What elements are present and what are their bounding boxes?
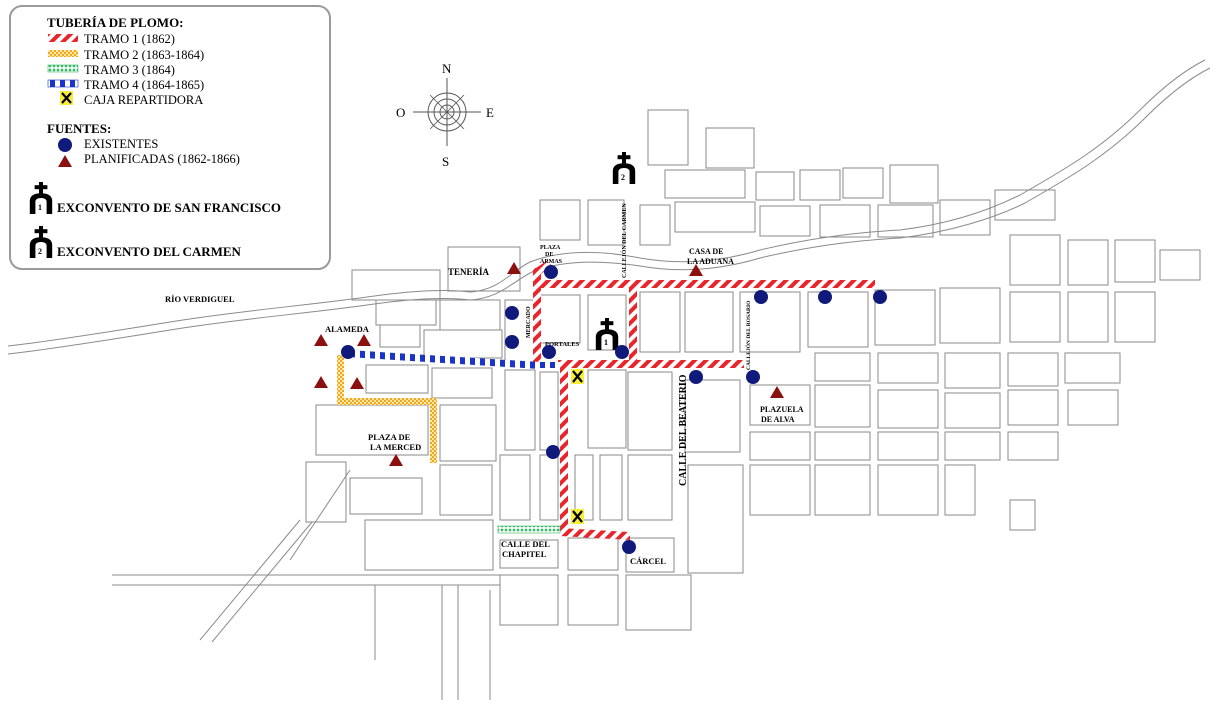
legend-convent-2-icon: 2 xyxy=(29,226,53,258)
legend-heading: TUBERÍA DE PLOMO: xyxy=(47,15,184,30)
label-plaza-armas-3: ARMAS xyxy=(540,259,563,265)
fuente-planificada-icon xyxy=(770,386,784,398)
legend-tramo-2: TRAMO 2 (1863-1864) xyxy=(84,48,204,62)
label-alameda: ALAMEDA xyxy=(325,324,370,334)
legend-caja: CAJA REPARTIDORA xyxy=(84,93,203,107)
legend-convent-2: EXCONVENTO DEL CARMEN xyxy=(57,244,242,259)
legend-tramo-3-swatch xyxy=(47,64,79,73)
tramo-3-pipe xyxy=(497,525,561,534)
compass-n: N xyxy=(442,61,452,76)
fuente-existente-icon xyxy=(546,445,560,459)
label-chapitel-2: CHAPITEL xyxy=(502,549,547,559)
label-plazuela-1: PLAZUELA xyxy=(760,405,804,414)
label-mercado: MERCADO xyxy=(526,306,532,338)
fuentes-existentes xyxy=(341,265,887,554)
legend-tramo-1-swatch xyxy=(48,34,78,42)
legend-fuentes-heading: FUENTES: xyxy=(47,121,111,136)
label-aduana-2: LA ADUANA xyxy=(687,257,734,266)
legend-planificada-icon xyxy=(58,155,72,167)
label-plazuela-2: DE ALVA xyxy=(761,415,795,424)
label-callejon-carmen: CALLEJÓN DEL CARMEN xyxy=(620,203,628,278)
convent-2-icon: 2 xyxy=(612,152,636,184)
fuente-planificada-icon xyxy=(350,377,364,389)
fuente-existente-icon xyxy=(754,290,768,304)
label-aduana-1: CASA DE xyxy=(689,247,723,256)
label-rio: RÍO VERDIGUEL xyxy=(165,294,235,304)
fuente-existente-icon xyxy=(341,345,355,359)
pipes xyxy=(337,260,875,540)
legend-existente-icon xyxy=(58,138,72,152)
convent-2-number: 2 xyxy=(621,173,625,182)
fuente-existente-icon xyxy=(622,540,636,554)
caja-repartidora-icon xyxy=(571,369,584,384)
label-calle-beaterio: CALLE DEL BEATERIO xyxy=(678,374,689,486)
fuente-existente-icon xyxy=(818,290,832,304)
label-portales: PORTALES xyxy=(545,341,580,348)
river-verdiguel xyxy=(7,59,1211,355)
label-carcel: CÁRCEL xyxy=(630,556,666,566)
legend-convent-1: EXCONVENTO DE SAN FRANCISCO xyxy=(57,200,281,215)
fuente-planificada-icon xyxy=(689,264,703,276)
legend-tramo-2-swatch xyxy=(48,50,78,57)
label-plaza-armas-1: PLAZA xyxy=(540,245,561,251)
tramo-4-pipe xyxy=(348,350,560,369)
fuentes-planificadas xyxy=(314,262,784,466)
label-callejon-rosario: CALLEJÓN DEL ROSARIO xyxy=(744,300,752,370)
fuente-existente-icon xyxy=(505,306,519,320)
legend: TUBERÍA DE PLOMO: TRAMO 1 (1862) TRAMO 2… xyxy=(9,5,331,270)
compass-rose: N S E O xyxy=(396,61,494,169)
tramo-1-pipe xyxy=(533,260,875,540)
convent-1-icon: 1 xyxy=(595,318,619,350)
label-teneria: TENERÍA xyxy=(448,267,490,277)
fuente-planificada-icon xyxy=(314,334,328,346)
compass-o: O xyxy=(396,105,405,120)
legend-tramo-3: TRAMO 3 (1864) xyxy=(84,63,175,77)
svg-text:1: 1 xyxy=(38,203,42,212)
fuente-existente-icon xyxy=(689,370,703,384)
city-blocks xyxy=(112,109,1201,700)
legend-tramo-1: TRAMO 1 (1862) xyxy=(84,32,175,46)
fuente-planificada-icon xyxy=(314,376,328,388)
fuente-existente-icon xyxy=(615,345,629,359)
legend-tramo-4-swatch xyxy=(47,79,79,88)
compass-s: S xyxy=(442,154,449,169)
legend-existentes: EXISTENTES xyxy=(84,137,158,151)
legend-convent-1-icon: 1 xyxy=(29,182,53,214)
label-plaza-armas-2: DE xyxy=(545,252,553,258)
fuente-existente-icon xyxy=(746,370,760,384)
tramo-2-pipe xyxy=(337,355,437,463)
compass-e: E xyxy=(486,105,494,120)
map-labels: RÍO VERDIGUEL TENERÍA ALAMEDA PLAZA DE A… xyxy=(165,203,804,566)
fuente-existente-icon xyxy=(505,335,519,349)
legend-tramo-4: TRAMO 4 (1864-1865) xyxy=(84,78,204,92)
caja-repartidora-icons xyxy=(571,369,584,524)
label-merced-1: PLAZA DE xyxy=(368,432,411,442)
convent-1-number: 1 xyxy=(604,338,608,347)
fuente-planificada-icon xyxy=(389,454,403,466)
legend-caja-icon xyxy=(60,91,73,105)
label-chapitel-1: CALLE DEL xyxy=(501,539,550,549)
fuente-existente-icon xyxy=(873,290,887,304)
fuente-planificada-icon xyxy=(507,262,521,274)
fuente-planificada-icon xyxy=(357,334,371,346)
label-merced-2: LA MERCED xyxy=(370,442,421,452)
caja-repartidora-icon xyxy=(571,509,584,524)
svg-text:2: 2 xyxy=(38,247,42,256)
fuente-existente-icon xyxy=(542,345,556,359)
fuente-existente-icon xyxy=(544,265,558,279)
legend-planificadas: PLANIFICADAS (1862-1866) xyxy=(84,152,240,166)
